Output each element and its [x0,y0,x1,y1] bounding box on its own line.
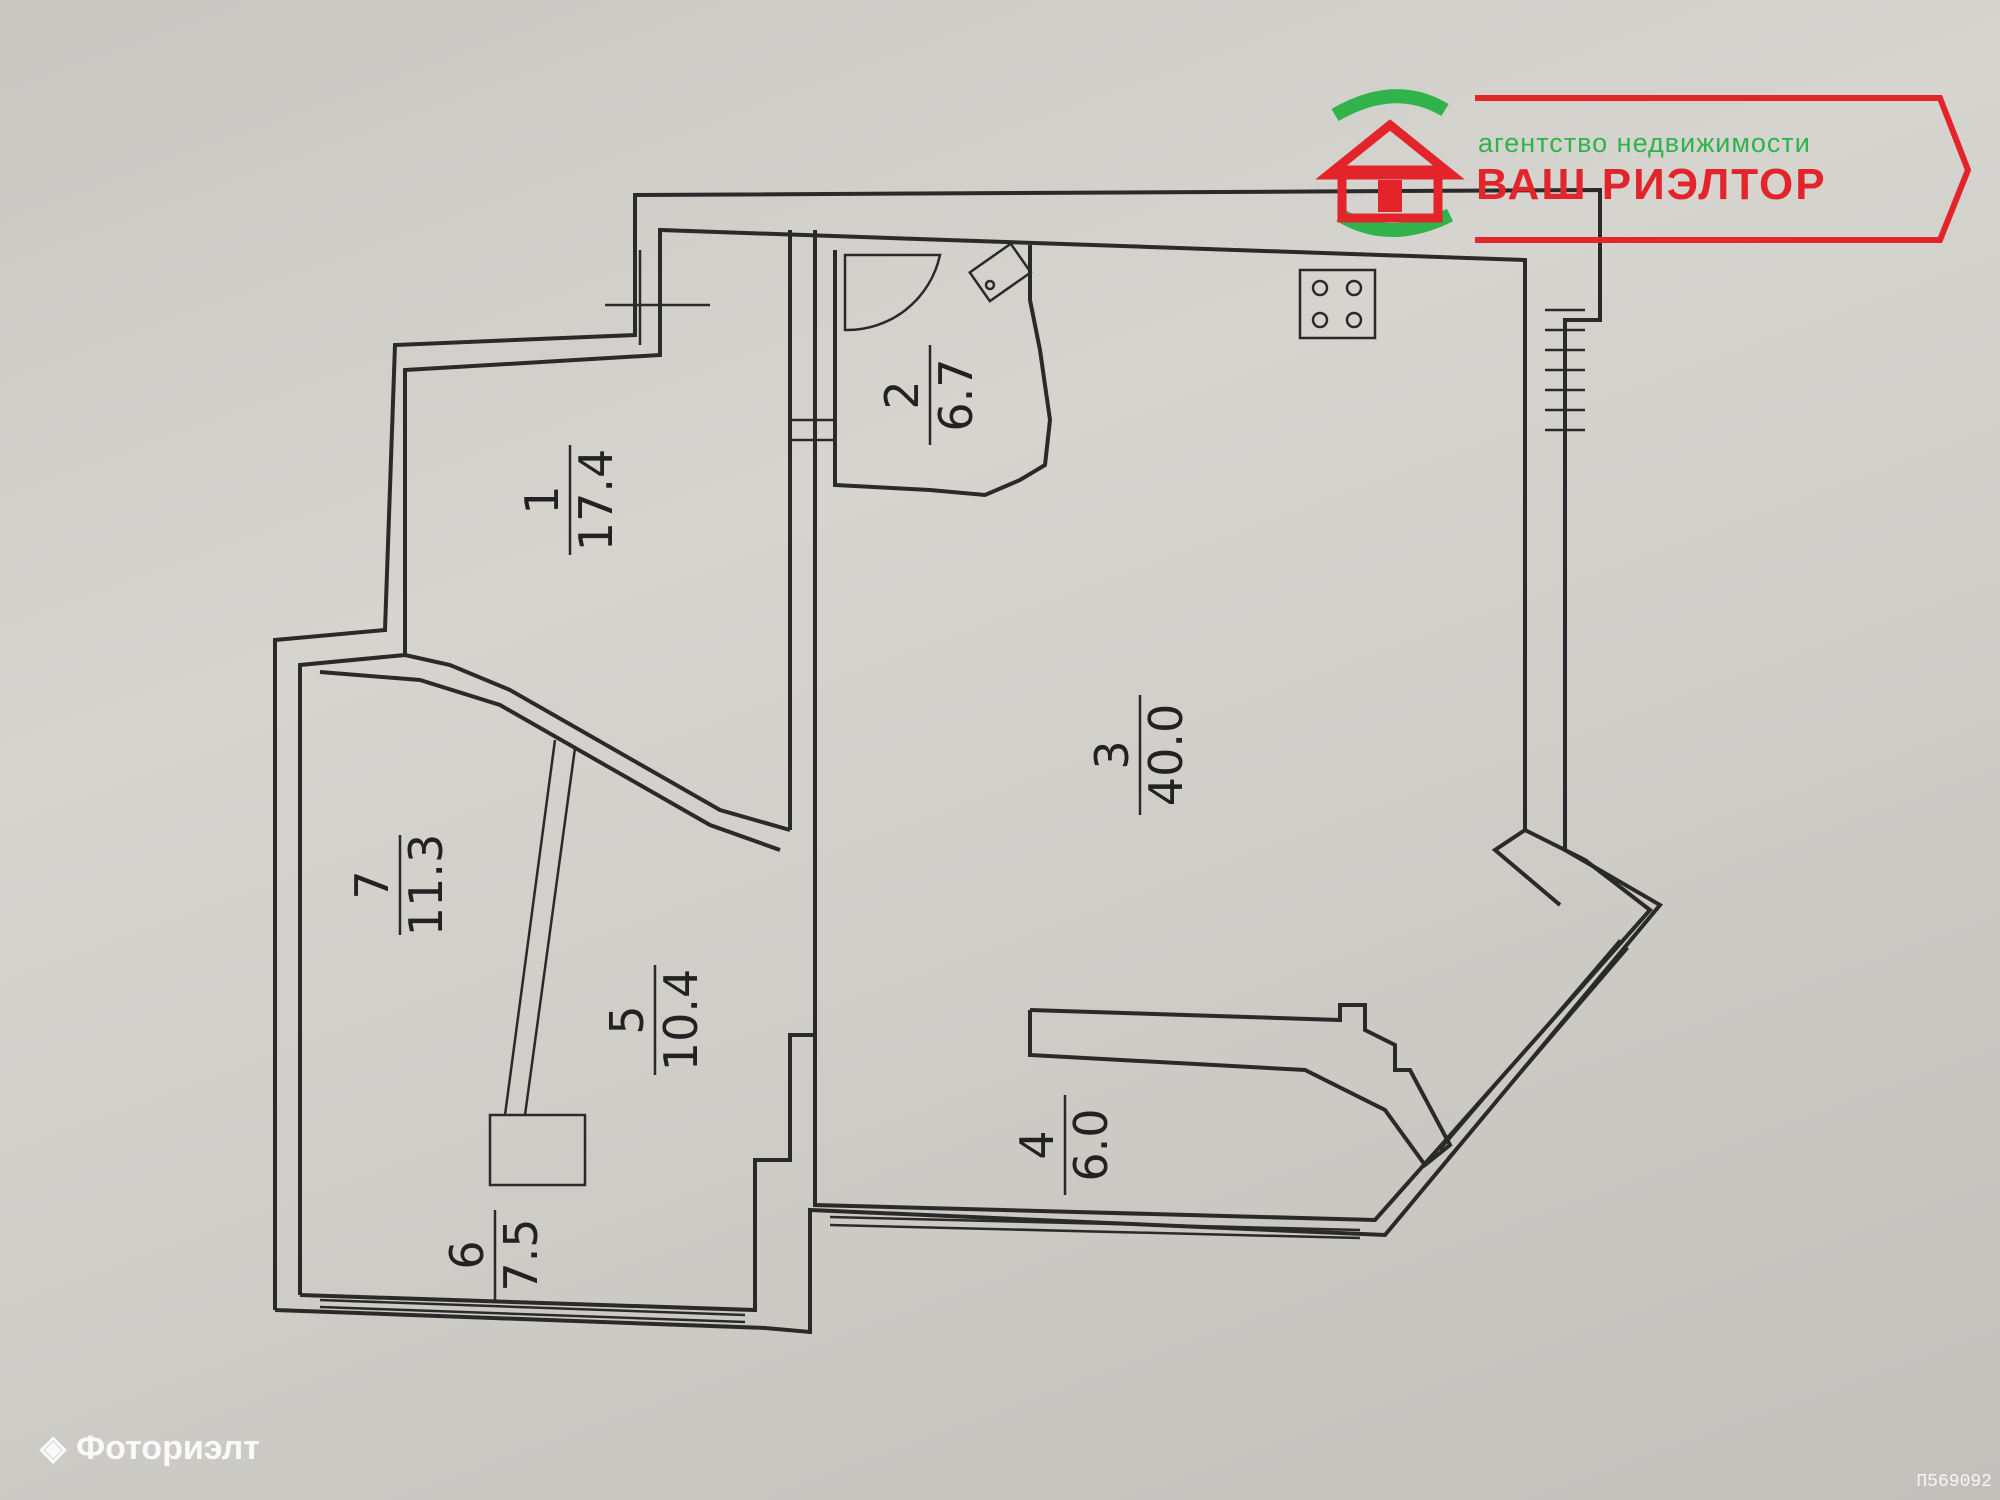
room-number-3: 3 [1085,740,1139,769]
watermark-text: Фоториэлт [76,1428,260,1467]
room-label-2: 2 6.7 [875,345,983,445]
room-area-7: 11.3 [399,834,453,936]
room-number-1: 1 [515,485,569,514]
room-number-4: 4 [1010,1130,1064,1159]
listing-id: П569092 [1916,1472,1992,1492]
room-number-5: 5 [600,1005,654,1034]
room-label-7: 7 11.3 [345,834,453,936]
outer-walls [273,187,1664,1335]
interior-walls [319,230,1562,1187]
windows [319,308,1629,1324]
room-label-1: 1 17.4 [515,445,623,555]
agency-name: ВАШ РИЭЛТОР [1476,160,1827,209]
room-area-4: 6.0 [1064,1108,1118,1181]
room-label-6: 6 7.5 [440,1210,548,1300]
room-number-7: 7 [345,870,399,899]
diamond-logo-icon: ◈ [40,1429,67,1467]
room-area-5: 10.4 [654,969,708,1071]
room-number-6: 6 [440,1240,494,1269]
bath-sink [968,241,1033,303]
stove [1298,268,1377,340]
agency-logo [1315,89,1972,243]
room-area-6: 7.5 [494,1218,548,1291]
room-label-4: 4 6.0 [1010,1095,1118,1195]
door-marks [605,250,942,442]
room-area-3: 40.0 [1139,704,1193,806]
room-label-3: 3 40.0 [1085,695,1193,815]
room-area-1: 17.4 [569,449,623,551]
room-number-2: 2 [875,380,929,409]
room-area-2: 6.7 [929,358,983,431]
room-label-5: 5 10.4 [600,965,708,1075]
watermark: ◈ Фоториэлт [40,1428,260,1468]
agency-tagline: агентство недвижимости [1478,128,1811,158]
